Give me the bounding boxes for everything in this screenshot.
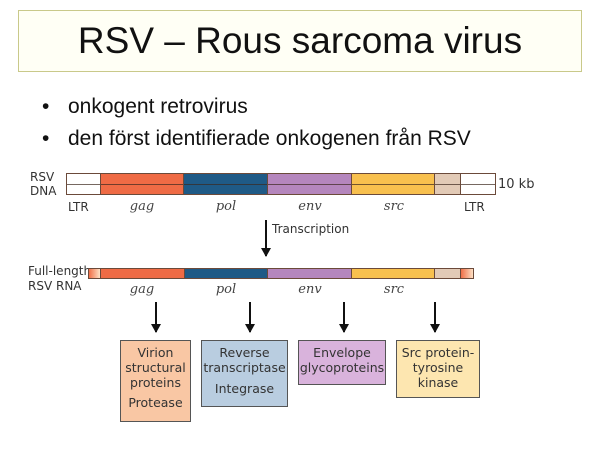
gag-segment (100, 174, 185, 194)
r-segment (461, 269, 473, 278)
bullet-1: •onkogent retrovirus (42, 95, 248, 118)
env-arrow (339, 302, 349, 333)
src-label: src (383, 199, 405, 214)
dna-bar (66, 173, 496, 195)
gag-label: gag (129, 282, 155, 297)
env-label: env (298, 199, 322, 214)
pol-label: pol (215, 199, 237, 214)
utr-segment (435, 174, 462, 194)
pol-arrow (245, 302, 255, 333)
env-label: env (298, 282, 322, 297)
env-segment (268, 269, 352, 278)
ltr-right-segment (461, 174, 495, 194)
transcription-arrow (261, 220, 271, 257)
slide-title: RSV – Rous sarcoma virus (18, 10, 582, 72)
dna-length: 10 kb (498, 177, 535, 192)
r-segment (89, 269, 101, 278)
gag-segment (100, 269, 185, 278)
utr-segment (435, 269, 462, 278)
src-label: src (383, 282, 405, 297)
pol-segment (184, 269, 269, 278)
src-segment (351, 174, 436, 194)
rna-bar (88, 268, 474, 279)
ltr-label: LTR (464, 200, 485, 214)
src-segment (351, 269, 436, 278)
bullet-text: onkogent retrovirus (68, 95, 248, 118)
gag-arrow (151, 302, 161, 333)
bullet-2: •den först identifierade onkogenen från … (42, 127, 471, 150)
pol-segment (184, 174, 269, 194)
bullet-text: den först identifierade onkogenen från R… (68, 127, 471, 150)
ltr-label: LTR (68, 200, 89, 214)
transcription-label: Transcription (272, 222, 350, 236)
gag-label: gag (129, 199, 155, 214)
pol-label: pol (215, 282, 237, 297)
env-segment (268, 174, 352, 194)
ltr-left-segment (67, 174, 101, 194)
src-arrow (430, 302, 440, 333)
